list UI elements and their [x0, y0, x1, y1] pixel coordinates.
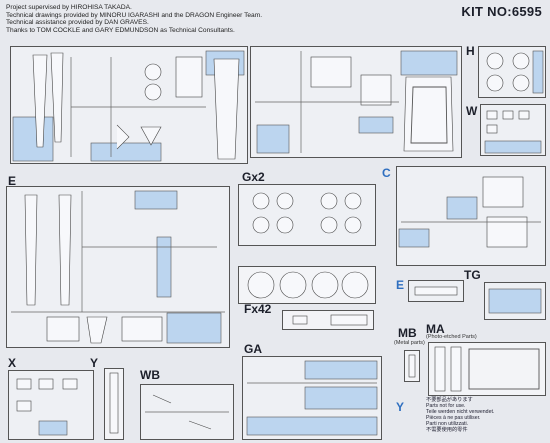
notice-line: Parts not for use.: [426, 402, 466, 409]
sprue-label-h: H: [466, 44, 475, 58]
sprue-x: [8, 370, 94, 440]
sprue-gx2-lower: [238, 266, 376, 304]
sprue-mb-drawing: [408, 354, 416, 378]
sprue-sublabel-mb: (Metal parts): [394, 340, 425, 346]
sprue-w-drawing: [484, 110, 542, 154]
sprue-h: [478, 46, 546, 98]
notice-line: 不要部品があります: [426, 397, 473, 403]
sprue-label-ma: MA: [426, 322, 445, 336]
credit-line: Project supervised by HIROHISA TAKADA.: [6, 4, 132, 11]
sprue-label-x: X: [8, 356, 17, 370]
sprue-label-y-bottom: Y: [396, 400, 405, 414]
sprue-tg: [484, 282, 546, 320]
notice-line: Parti non utilizzati.: [426, 420, 469, 427]
sprue-ga: [242, 356, 382, 440]
sprue-x-drawing: [16, 378, 78, 436]
sprue-y-left: [104, 368, 124, 440]
sprue-a: [10, 46, 248, 164]
sprue-e-small-drawing: [414, 286, 458, 296]
sprue-label-c-right: C: [382, 166, 391, 180]
sprue-label-fx42: Fx42: [244, 302, 272, 316]
sprue-gx2-lower-drawing: [247, 271, 369, 299]
sprue-ma-drawing: [434, 346, 540, 392]
sprue-h-drawing: [486, 50, 544, 94]
sprue-gx2-drawing: [252, 192, 362, 234]
notice-line: Pièces à ne pas utiliser.: [426, 414, 481, 421]
unused-parts-notice: 不要部品があります Parts not for use. Teile werde…: [426, 397, 544, 438]
sprue-label-e: E: [8, 174, 17, 188]
sprue-tg-drawing: [488, 288, 542, 314]
sprue-e-drawing: [11, 190, 225, 344]
sprue-label-e-small: E: [396, 278, 405, 292]
sprue-ma: [428, 342, 546, 396]
sprue-w: [480, 104, 546, 156]
credits-block: Project supervised by HIROHISA TAKADA. T…: [6, 4, 262, 34]
credit-line: Technical drawings provided by MINORU IG…: [6, 11, 263, 19]
sprue-label-mb: MB: [398, 326, 417, 340]
sprue-y-left-drawing: [109, 372, 119, 434]
sprue-wb: [140, 384, 234, 440]
sprue-gx2: [238, 184, 376, 246]
sprue-label-tg: TG: [464, 268, 481, 282]
sprue-c-right: [396, 166, 546, 266]
sprue-wb-drawing: [145, 394, 229, 430]
sprue-sublabel-ma: (Photo-etched Parts): [426, 334, 477, 340]
sprue-fx42: [282, 310, 374, 330]
sprue-c-right-drawing: [398, 176, 541, 248]
sprue-label-y-left: Y: [90, 356, 99, 370]
sprue-a-drawing: [12, 50, 245, 162]
sprue-label-ga: GA: [244, 342, 262, 356]
notice-line: Teile werden nicht verwendet.: [426, 408, 495, 415]
sprue-label-w: W: [466, 104, 478, 118]
sprue-ga-drawing: [246, 360, 378, 436]
kit-number: KIT NO:6595: [461, 4, 542, 19]
sprue-e-small: [408, 280, 464, 302]
sprue-fx42-drawing: [292, 314, 368, 326]
sprue-c-top: [250, 46, 462, 158]
notice-line: 不需要使用的零件: [426, 426, 468, 433]
credit-line: Technical assistance provided by DAN GRA…: [6, 19, 149, 27]
sprue-c-top-drawing: [255, 50, 458, 154]
sprue-label-wb: WB: [140, 368, 160, 382]
sprue-mb: [404, 350, 420, 382]
sprue-label-gx2: Gx2: [242, 170, 265, 184]
sprue-e: [6, 186, 230, 348]
credit-line: Thanks to TOM COCKLE and GARY EDMUNDSON …: [6, 26, 235, 34]
